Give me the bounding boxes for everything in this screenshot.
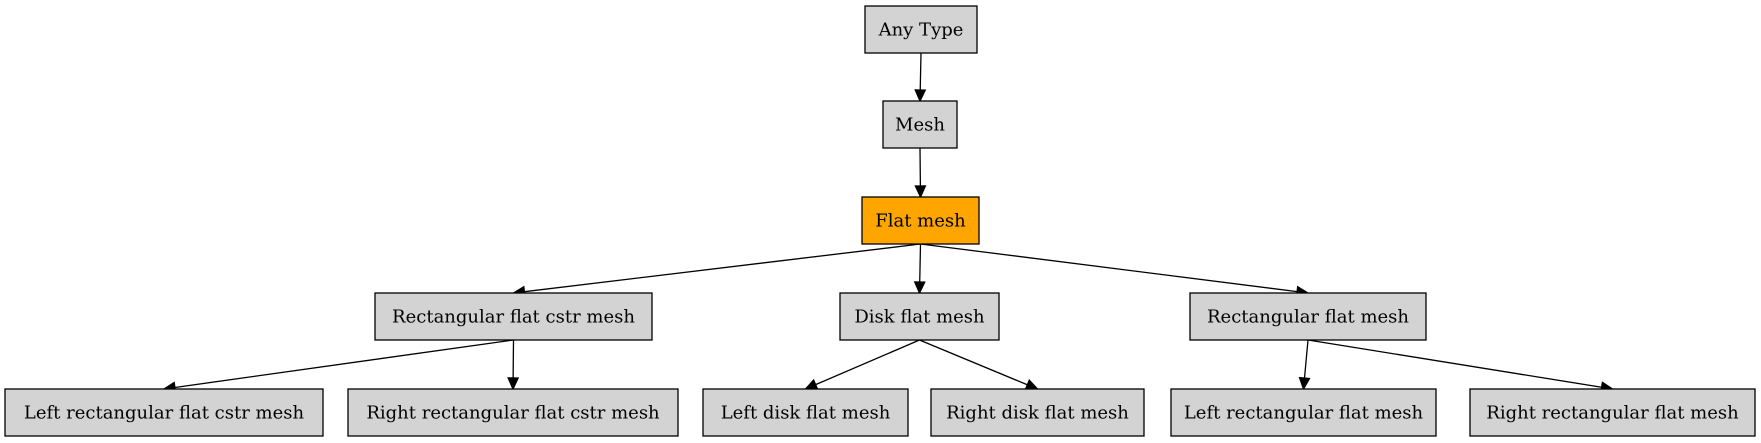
arrowhead-icon — [507, 377, 520, 391]
edge-line — [1307, 339, 1602, 388]
node-any-type: Any Type — [864, 5, 978, 54]
node-label: Disk flat mesh — [854, 307, 985, 328]
node-left-rect-flat-mesh: Left rectangular flat mesh — [1170, 388, 1437, 437]
node-label: Flat mesh — [875, 211, 966, 232]
arrowhead-icon — [1024, 378, 1039, 391]
node-rect-flat-cstr-mesh: Rectangular flat cstr mesh — [374, 292, 653, 341]
edge-rect-flat-mesh-to-left-rect-flat-mesh — [1298, 339, 1311, 391]
arrowhead-icon — [804, 378, 819, 390]
node-label: Mesh — [895, 115, 945, 136]
node-mesh: Mesh — [882, 100, 958, 149]
node-rect-flat-mesh: Rectangular flat mesh — [1189, 292, 1427, 341]
node-box — [4, 388, 324, 437]
node-label: Left disk flat mesh — [721, 403, 891, 424]
node-box — [861, 196, 980, 245]
node-box — [1189, 292, 1427, 341]
edge-flat-mesh-to-disk-flat-mesh — [913, 243, 926, 295]
node-box — [1170, 388, 1437, 437]
node-right-rect-flat-cstr-mesh: Right rectangular flat cstr mesh — [347, 388, 679, 437]
node-right-disk-flat-mesh: Right disk flat mesh — [930, 388, 1145, 437]
node-box — [930, 388, 1145, 437]
edge-line — [919, 52, 922, 91]
edge-line — [919, 339, 1028, 386]
node-label: Rectangular flat cstr mesh — [392, 307, 635, 328]
node-box — [1469, 388, 1756, 437]
edge-flat-mesh-to-rect-flat-mesh — [920, 243, 1310, 298]
node-right-rect-flat-mesh: Right rectangular flat mesh — [1469, 388, 1756, 437]
node-left-rect-flat-cstr-mesh: Left rectangular flat cstr mesh — [4, 388, 324, 437]
arrowhead-icon — [914, 89, 927, 103]
node-box — [702, 388, 909, 437]
node-box — [347, 388, 679, 437]
node-box — [374, 292, 653, 341]
node-label: Right rectangular flat cstr mesh — [366, 403, 660, 424]
edge-disk-flat-mesh-to-right-disk-flat-mesh — [919, 339, 1039, 391]
edge-rect-flat-mesh-to-right-rect-flat-mesh — [1307, 339, 1615, 394]
edge-any-type-to-mesh — [914, 52, 927, 103]
edge-line — [174, 339, 514, 389]
node-label: Left rectangular flat cstr mesh — [24, 403, 305, 424]
node-left-disk-flat-mesh: Left disk flat mesh — [702, 388, 909, 437]
node-box — [864, 5, 978, 54]
node-disk-flat-mesh: Disk flat mesh — [839, 292, 1000, 341]
node-label: Left rectangular flat mesh — [1184, 403, 1424, 424]
arrowhead-icon — [914, 185, 927, 199]
edge-line — [524, 243, 921, 293]
edge-line — [815, 339, 920, 386]
node-flat-mesh: Flat mesh — [861, 196, 980, 245]
arrowhead-icon — [913, 281, 926, 295]
edge-line — [919, 243, 922, 283]
node-label: Rectangular flat mesh — [1207, 307, 1409, 328]
edge-flat-mesh-to-rect-flat-cstr-mesh — [511, 243, 921, 298]
node-box — [839, 292, 1000, 341]
node-label: Any Type — [878, 20, 964, 41]
edge-disk-flat-mesh-to-left-disk-flat-mesh — [804, 339, 920, 390]
edge-line — [920, 243, 1298, 293]
arrowhead-icon — [1298, 376, 1311, 391]
node-label: Right rectangular flat mesh — [1486, 403, 1739, 424]
edge-mesh-to-flat-mesh — [914, 147, 927, 199]
node-box — [882, 100, 958, 149]
edge-rect-flat-cstr-mesh-to-left-rect-flat-cstr-mesh — [162, 339, 514, 394]
edge-rect-flat-cstr-mesh-to-right-rect-flat-cstr-mesh — [507, 339, 520, 391]
edge-line — [1303, 339, 1309, 379]
node-label: Right disk flat mesh — [946, 403, 1129, 424]
